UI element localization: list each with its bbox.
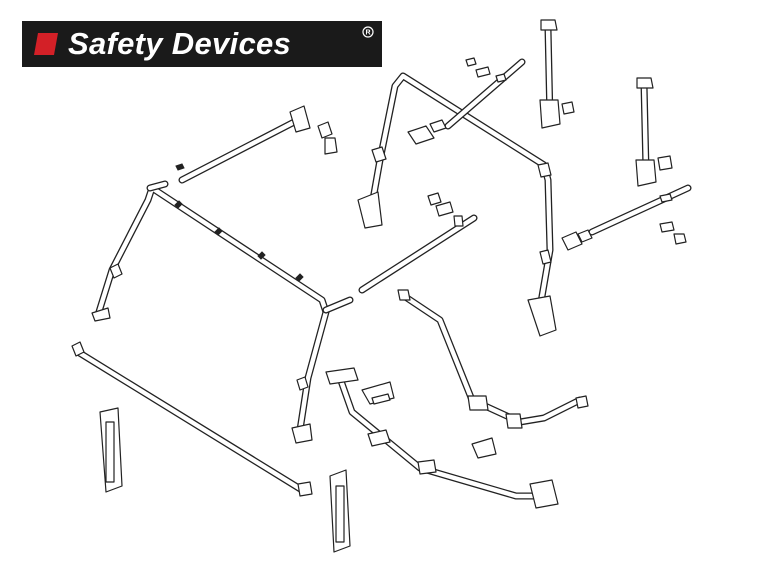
brand-logo: Safety Devices R: [22, 21, 382, 67]
loose-bracket-set: [361, 381, 497, 459]
rear-floor-bracket-left: [99, 407, 123, 493]
red-square-logo-mark: [34, 33, 58, 55]
b-pillar-upright: [635, 77, 673, 187]
center-roof-tube: [358, 192, 478, 294]
front-hoop-assembly: [357, 57, 557, 337]
rear-cross-tube: [71, 341, 313, 497]
a-pillar-upright: [539, 19, 575, 129]
lower-side-tube-right: [397, 289, 589, 429]
rear-floor-bracket-right: [329, 469, 351, 553]
registered-icon: R: [362, 26, 374, 38]
front-side-tube: [561, 184, 692, 251]
left-roof-tube: [175, 105, 338, 184]
lower-side-tube-left: [325, 367, 559, 509]
brand-name: Safety Devices: [68, 26, 292, 61]
svg-text:R: R: [365, 30, 370, 37]
rear-hoop-assembly: [91, 180, 354, 444]
